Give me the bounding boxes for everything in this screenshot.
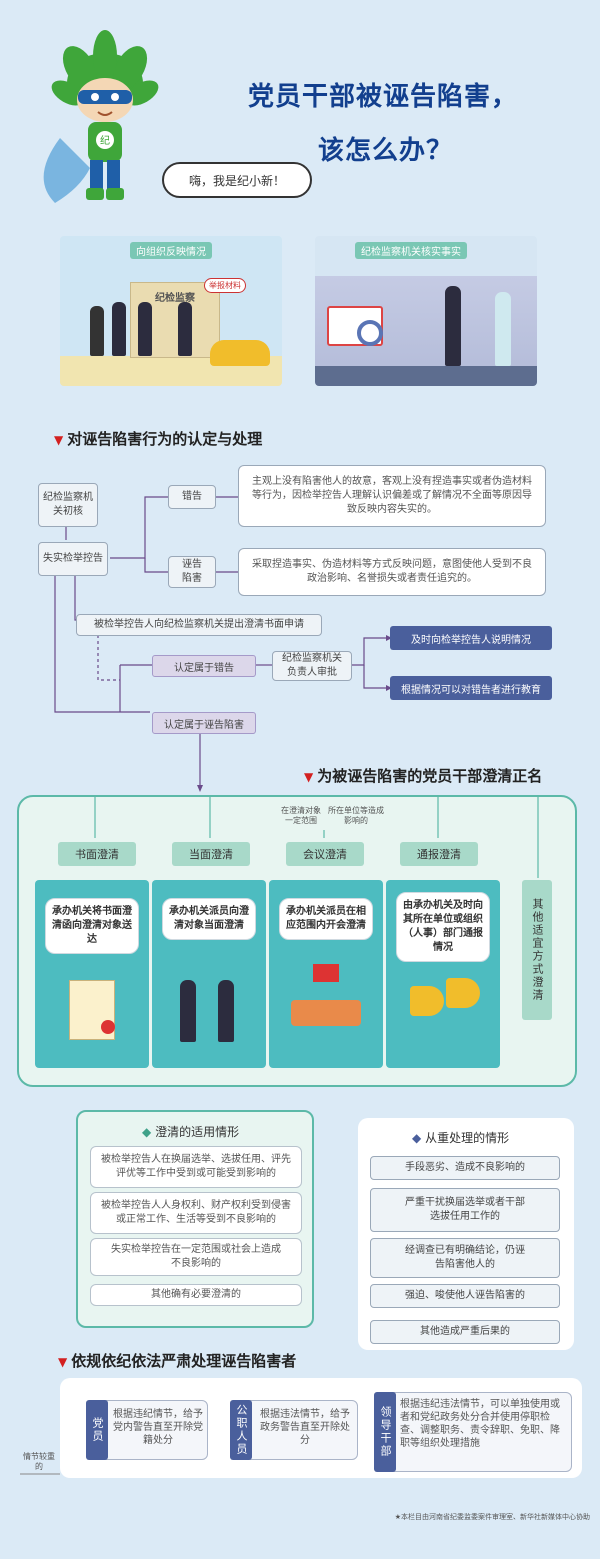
method-notice: 通报澄清: [400, 842, 478, 866]
clarify-note-scope: 在澄清对象一定范围: [281, 806, 321, 825]
panel-written: 承办机关将书面澄清函向澄清对象送达: [35, 880, 149, 1068]
person-icon: [180, 980, 196, 1042]
false-accusation-desc: 采取捏造事实、伪造材料等方式反映问题，意图使他人受到不良政治影响、名誉损失或者责…: [238, 548, 546, 596]
person-icon: [112, 302, 126, 356]
clarify-application: 被检举控告人向纪检监察机关提出澄清书面申请: [76, 614, 322, 636]
illustration-report-caption: 向组织反映情况: [130, 242, 212, 259]
diamond-icon: ◆: [412, 1131, 422, 1145]
initial-check-box: 纪检监察机关初核: [38, 483, 98, 527]
section1-title: ▼对诬告陷害行为的认定与处理: [54, 430, 263, 448]
panel-face: 承办机关派员向澄清对象当面澄清: [152, 880, 266, 1068]
flag-icon: [313, 964, 339, 982]
method-meeting: 会议澄清: [286, 842, 364, 866]
applicable-item: 被检举控告人在换届选举、选拔任用、评先评优等工作中受到或可能受到影响的: [90, 1146, 302, 1188]
person-icon: [90, 306, 104, 356]
section3-title: ▼依规依纪依法严肃处理诬告陷害者: [58, 1352, 297, 1370]
method-face-to-face: 当面澄清: [172, 842, 250, 866]
mascot: 纪: [40, 28, 170, 218]
panel-written-text: 承办机关将书面澄清函向澄清对象送达: [45, 898, 139, 954]
applicable-item: 其他确有必要澄清的: [90, 1284, 302, 1306]
unverified-box: 失实检举控告: [38, 542, 108, 576]
severe-item: 严重干扰换届选举或者干部选拔任用工作的: [370, 1188, 560, 1232]
mistake-label: 错告: [168, 485, 216, 509]
severe-item: 强迫、唆使他人诬告陷害的: [370, 1284, 560, 1308]
section1-connectors: [54, 496, 392, 792]
false-accusation-label: 诬告陷害: [168, 556, 216, 588]
severe-title: ◆ 从重处理的情形: [412, 1129, 509, 1146]
megaphone-icon: [446, 978, 480, 1008]
method-other: 其他适宜方式澄清: [522, 880, 552, 1020]
action-educate: 根据情况可以对错告者进行教育: [390, 676, 552, 700]
footer-credit: ★本栏目由河南省纪委监委案件审理室、新华社新媒体中心协助: [394, 1513, 590, 1521]
page-title-line2: 该怎么办？: [318, 136, 454, 166]
illustration-report: 向组织反映情况 纪检监察 举报材料: [60, 236, 282, 386]
person-icon: [178, 302, 192, 356]
panel-notice-text: 由承办机关及时向其所在单位或组织（人事）部门通报情况: [396, 892, 490, 962]
building-sign: 纪检监察: [155, 293, 195, 304]
report-sign: 举报材料: [204, 278, 246, 293]
clarify-note-unit: 所在单位等造成影响的: [328, 806, 384, 825]
tag-party-member: 党员: [86, 1400, 108, 1460]
method-written: 书面澄清: [58, 842, 136, 866]
punish-party-member-text: 根据违纪情节，给予党内警告直至开除党籍处分: [113, 1409, 203, 1446]
section1-title-text: 对诬告陷害行为的认定与处理: [67, 430, 263, 448]
person-icon: [495, 292, 511, 366]
person-icon: [445, 286, 461, 366]
applicable-item: 被检举控告人人身权利、财产权利受到侵害或正常工作、生活等受到不良影响的: [90, 1192, 302, 1234]
megaphone-icon: [410, 986, 444, 1016]
severe-item: 经调查已有明确结论，仍诬告陷害他人的: [370, 1238, 560, 1278]
person-icon: [218, 980, 234, 1042]
panel-notice: 由承办机关及时向其所在单位或组织（人事）部门通报情况: [386, 880, 500, 1068]
punish-leader-text: 根据违纪违法情节，可以单独使用或者和党纪政务处分合并使用停职检查、调整职务、责令…: [400, 1399, 560, 1449]
mascot-badge-text: 纪: [100, 135, 110, 147]
severe-item: 手段恶劣、造成不良影响的: [370, 1156, 560, 1180]
punish-leader: [374, 1392, 572, 1472]
panel-meeting: 承办机关派员在相应范围内开会澄清: [269, 880, 383, 1068]
illustration-verify-caption: 纪检监察机关核实事实: [355, 242, 467, 259]
deemed-mistake: 认定属于错告: [152, 655, 256, 677]
applicable-title-text: 澄清的适用情形: [155, 1125, 240, 1139]
leader-approval: 纪检监察机关负责人审批: [272, 651, 352, 681]
section2-title-text: 为被诬告陷害的党员干部澄清正名: [317, 767, 543, 785]
severe-item: 其他造成严重后果的: [370, 1320, 560, 1344]
mascot-greeting: 嗨，我是纪小新！: [188, 173, 285, 188]
mascot-speech-bubble: 嗨，我是纪小新！: [162, 162, 312, 198]
severity-note: 情节较重的: [23, 1452, 55, 1471]
action-explain: 及时向检举控告人说明情况: [390, 626, 552, 650]
clarify-connectors: [94, 797, 539, 878]
applicable-title: ◆ 澄清的适用情形: [142, 1123, 239, 1140]
panel-meeting-text: 承办机关派员在相应范围内开会澄清: [279, 898, 373, 940]
tag-leader: 领导干部: [374, 1392, 396, 1472]
meeting-table: [291, 1000, 361, 1026]
panel-face-text: 承办机关派员向澄清对象当面澄清: [162, 898, 256, 940]
person-icon: [138, 302, 152, 356]
method-other-text: 其他适宜方式澄清: [531, 898, 544, 1002]
section3-title-text: 依规依纪依法严肃处理诬告陷害者: [71, 1352, 297, 1370]
applicable-item: 失实检举控告在一定范围或社会上造成不良影响的: [90, 1238, 302, 1276]
tag-official: 公职人员: [230, 1400, 252, 1460]
section2-title: ▼为被诬告陷害的党员干部澄清正名: [304, 767, 543, 785]
punish-official-text: 根据违法情节，给予政务警告直至开除处分: [260, 1409, 350, 1446]
severe-title-text: 从重处理的情形: [425, 1131, 510, 1145]
illustration-verify: 纪检监察机关核实事实: [315, 236, 537, 386]
seal-icon: [101, 1020, 115, 1034]
car-icon: [210, 340, 270, 366]
deemed-false: 认定属于诬告陷害: [152, 712, 256, 734]
page-title-line1: 党员干部被诬告陷害，: [248, 82, 519, 112]
magnifier-icon: [357, 320, 383, 346]
mistake-desc: 主观上没有陷害他人的故意，客观上没有捏造事实或者伪造材料等行为，因检举控告人理解…: [238, 465, 546, 527]
diamond-icon: ◆: [142, 1125, 152, 1139]
